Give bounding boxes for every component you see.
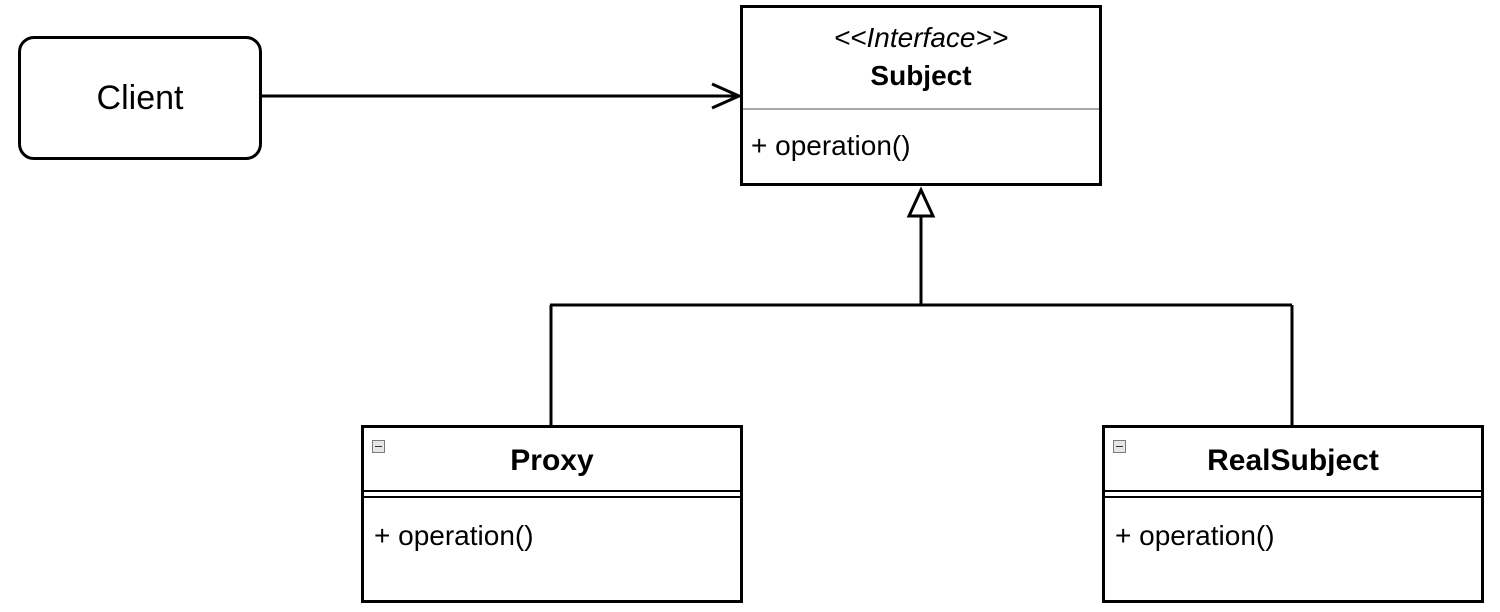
subject-divider <box>743 108 1099 110</box>
proxy-name: Proxy <box>510 444 594 477</box>
collapse-icon[interactable] <box>372 440 385 453</box>
subject-stereotype: <<Interface>> <box>833 22 1009 53</box>
client-node[interactable]: Client <box>18 36 262 160</box>
proxy-operation: + operation() <box>374 520 534 551</box>
hollow-triangle-arrowhead <box>906 186 936 218</box>
subject-operation: + operation() <box>751 130 911 161</box>
realsubject-class-box[interactable]: RealSubject + operation() <box>1102 425 1484 603</box>
client-label: Client <box>96 78 184 117</box>
subject-name: Subject <box>870 60 972 91</box>
proxy-divider <box>364 490 740 498</box>
realsubject-operation: + operation() <box>1115 520 1275 551</box>
collapse-icon[interactable] <box>1113 440 1126 453</box>
subject-interface-box[interactable]: <<Interface>> Subject + operation() <box>740 5 1102 186</box>
realsubject-divider <box>1105 490 1481 498</box>
open-arrowhead <box>711 82 743 110</box>
proxy-class-box[interactable]: Proxy + operation() <box>361 425 743 603</box>
realsubject-name: RealSubject <box>1207 444 1379 477</box>
